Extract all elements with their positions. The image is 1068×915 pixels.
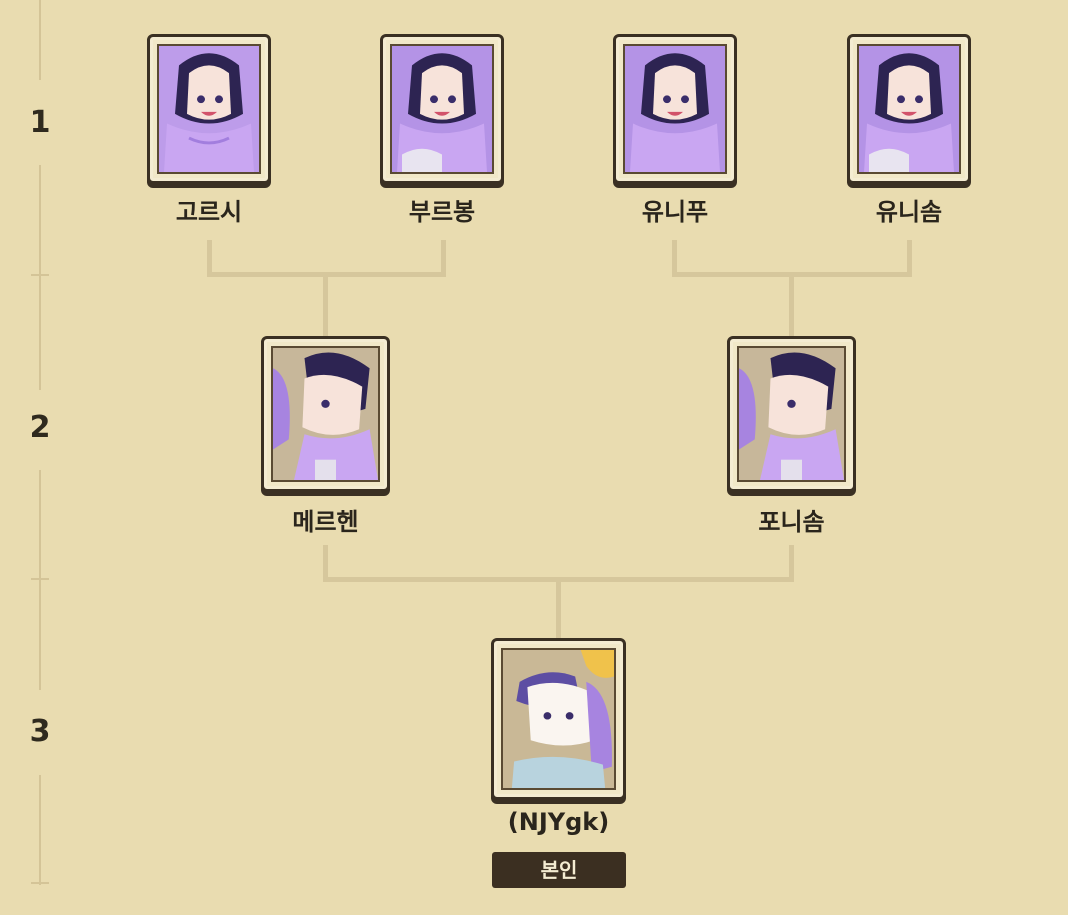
generation-axis xyxy=(39,0,41,80)
connector xyxy=(207,240,212,276)
character-portrait-icon xyxy=(271,346,380,482)
connector xyxy=(556,577,561,639)
ancestor-card[interactable]: 유니솜 xyxy=(847,34,971,226)
character-frame[interactable] xyxy=(491,638,626,800)
connector xyxy=(323,545,328,581)
self-name: (NJYgk) xyxy=(507,808,610,836)
generation-label-1: 1 xyxy=(29,105,51,140)
character-frame[interactable] xyxy=(727,336,856,492)
character-frame[interactable] xyxy=(847,34,971,184)
character-portrait-icon xyxy=(390,44,494,174)
ancestor-card[interactable]: 유니푸 xyxy=(613,34,737,226)
character-portrait-icon xyxy=(501,648,616,790)
ancestor-name: 부르봉 xyxy=(408,198,476,226)
ancestor-name: 고르시 xyxy=(175,198,243,226)
connector xyxy=(672,240,677,276)
generation-axis-segment xyxy=(39,775,41,885)
parent-name: 메르헨 xyxy=(292,508,359,536)
ancestor-card[interactable]: 고르시 xyxy=(147,34,271,226)
parent-card[interactable]: 포니솜 xyxy=(727,336,856,536)
character-frame[interactable] xyxy=(613,34,737,184)
generation-label-3: 3 xyxy=(29,714,51,749)
generation-axis-tick xyxy=(31,578,49,580)
self-badge: 본인 xyxy=(492,852,626,888)
parent-card[interactable]: 메르헨 xyxy=(261,336,390,536)
character-portrait-icon xyxy=(857,44,961,174)
character-frame[interactable] xyxy=(261,336,390,492)
parent-name: 포니솜 xyxy=(758,508,825,536)
connector xyxy=(441,240,446,276)
ancestor-name: 유니솜 xyxy=(875,198,943,226)
character-portrait-icon xyxy=(623,44,727,174)
generation-label-2: 2 xyxy=(29,410,51,445)
character-portrait-icon xyxy=(157,44,261,174)
character-portrait-icon xyxy=(737,346,846,482)
generation-axis-segment xyxy=(39,165,41,390)
generation-axis-tick xyxy=(31,274,49,276)
generation-axis-tick xyxy=(31,882,49,884)
connector xyxy=(907,240,912,276)
connector xyxy=(789,545,794,581)
ancestor-card[interactable]: 부르봉 xyxy=(380,34,504,226)
character-frame[interactable] xyxy=(380,34,504,184)
connector xyxy=(323,272,328,338)
ancestor-name: 유니푸 xyxy=(641,198,709,226)
generation-axis-segment xyxy=(39,470,41,690)
self-card[interactable]: (NJYgk) xyxy=(491,638,626,836)
character-frame[interactable] xyxy=(147,34,271,184)
connector xyxy=(789,272,794,338)
